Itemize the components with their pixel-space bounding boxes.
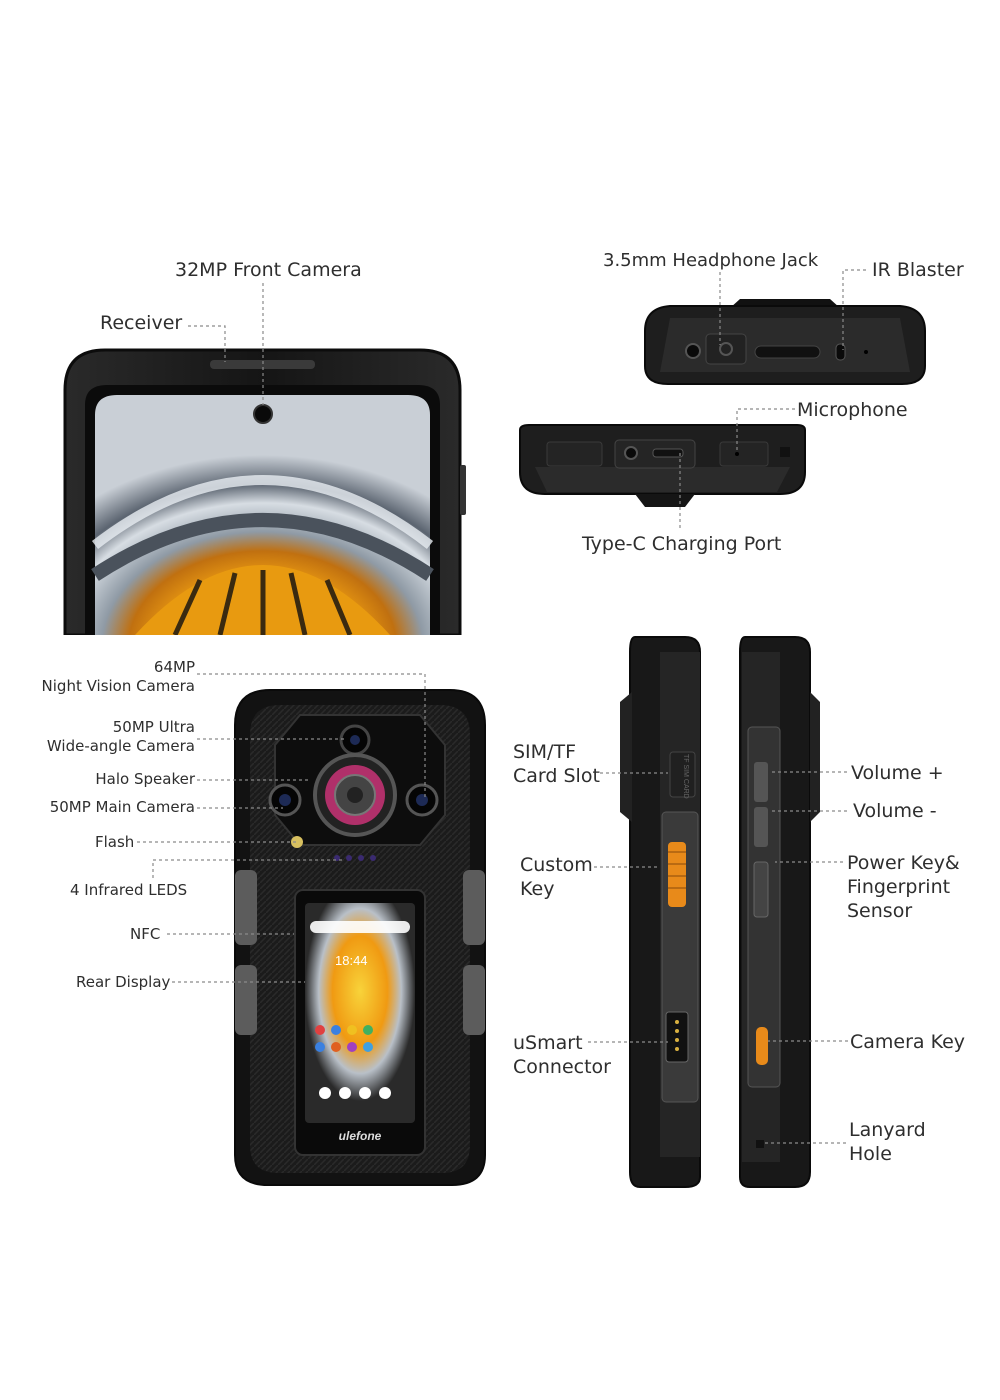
label-ultra-wide-line1: 50MP Ultra	[112, 718, 195, 736]
label-volume-down: Volume -	[853, 800, 937, 822]
phone-bottom-edge-view	[519, 424, 806, 507]
label-ir-blaster: IR Blaster	[872, 259, 964, 281]
label-lanyard-line1: Lanyard	[849, 1119, 926, 1141]
label-receiver: Receiver	[100, 312, 183, 334]
phone-front-view	[63, 348, 466, 635]
label-headphone-jack: 3.5mm Headphone Jack	[603, 250, 819, 271]
phone-top-edge-view	[644, 299, 926, 385]
label-flash: Flash	[95, 833, 135, 851]
label-power-key-line2: Fingerprint	[847, 876, 951, 898]
label-ultra-wide-line2: Wide-angle Camera	[46, 737, 195, 755]
label-night-vision-line2: Night Vision Camera	[41, 677, 195, 695]
label-infrared-leds: 4 Infrared LEDS	[70, 881, 188, 899]
label-custom-key: Custom Key	[520, 853, 593, 901]
label-microphone: Microphone	[797, 399, 908, 421]
label-type-c-port: Type-C Charging Port	[582, 533, 782, 555]
label-usmart-line2: Connector	[513, 1056, 611, 1078]
label-sim-tf-line1: SIM/TF	[513, 741, 576, 763]
label-sim-tf-line2: Card Slot	[513, 765, 600, 787]
label-custom-key-line2: Key	[520, 878, 555, 900]
label-rear-display: Rear Display	[76, 973, 171, 991]
label-power-key-line3: Sensor	[847, 900, 913, 922]
label-night-vision-camera: 64MP Night Vision Camera	[42, 658, 195, 696]
label-power-key: Power Key& Fingerprint Sensor	[847, 851, 960, 923]
phone-left-side-view: TF SIM CARD	[620, 636, 701, 1188]
phone-back-view: 18:44 ulefone	[234, 689, 486, 1186]
label-volume-up: Volume +	[851, 762, 944, 784]
label-night-vision-line1: 64MP	[153, 658, 195, 676]
label-camera-key: Camera Key	[850, 1031, 966, 1053]
label-lanyard-line2: Hole	[849, 1143, 892, 1165]
label-halo-speaker: Halo Speaker	[95, 770, 195, 788]
label-custom-key-line1: Custom	[520, 854, 593, 876]
rear-display-clock: 18:44	[335, 953, 368, 968]
label-usmart-connector: uSmart Connector	[513, 1031, 611, 1079]
sim-slot-print: TF SIM CARD	[682, 754, 689, 799]
label-sim-tf-slot: SIM/TF Card Slot	[513, 740, 600, 788]
label-power-key-line1: Power Key&	[847, 852, 960, 874]
label-front-camera: 32MP Front Camera	[175, 259, 362, 281]
label-ultra-wide-camera: 50MP Ultra Wide-angle Camera	[47, 718, 195, 756]
label-usmart-line1: uSmart	[513, 1032, 583, 1054]
label-main-camera: 50MP Main Camera	[49, 798, 195, 816]
brand-logo: ulefone	[339, 1129, 382, 1143]
phone-right-side-view	[739, 636, 820, 1188]
label-lanyard-hole: Lanyard Hole	[849, 1118, 926, 1166]
label-nfc: NFC	[130, 925, 161, 943]
